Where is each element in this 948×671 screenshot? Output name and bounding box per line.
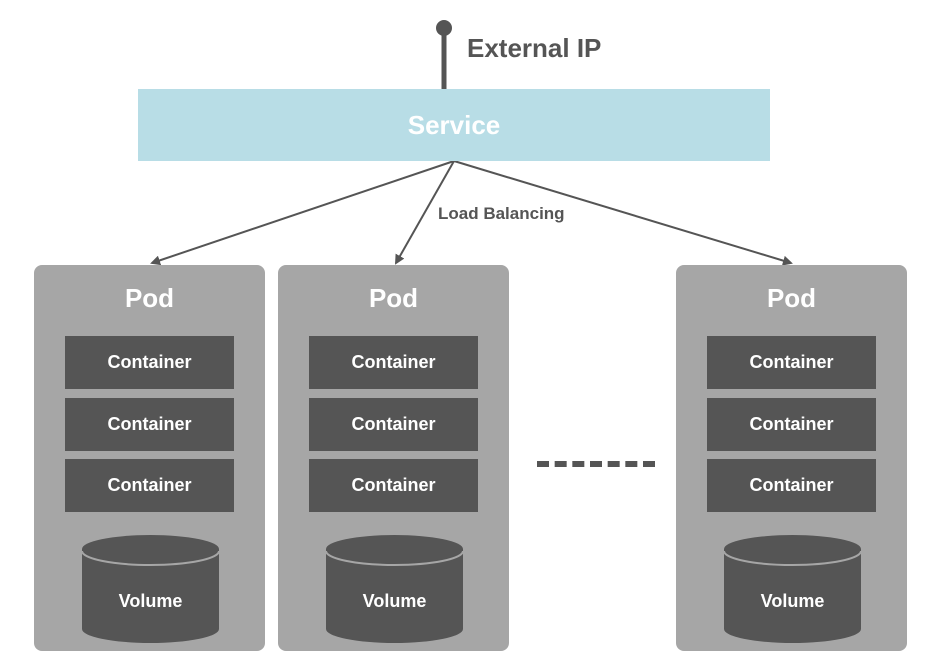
service-label: Service xyxy=(407,109,501,140)
volume-label: Volume xyxy=(760,591,825,611)
cylinder-shape xyxy=(82,535,219,643)
cylinder-shape xyxy=(724,535,861,643)
container-box: Container xyxy=(309,398,478,451)
volume-cylinder: Volume xyxy=(724,535,861,643)
arrow-to-pod-1 xyxy=(150,160,455,266)
pod-3: Pod Container Container Container Volume xyxy=(676,265,907,651)
load-balancing-label: Load Balancing xyxy=(438,204,565,223)
volume-label: Volume xyxy=(118,591,183,611)
arrow-to-pod-2 xyxy=(395,160,455,265)
container-box: Container xyxy=(65,459,234,512)
cylinder-shape xyxy=(326,535,463,643)
pod-title: Pod xyxy=(368,283,419,313)
arrow-to-pod-3 xyxy=(453,160,793,266)
volume-label: Volume xyxy=(362,591,427,611)
container-box: Container xyxy=(65,336,234,389)
pod-title: Pod xyxy=(124,283,175,313)
container-box: Container xyxy=(65,398,234,451)
service-box: Service xyxy=(138,89,770,161)
container-box: Container xyxy=(707,336,876,389)
pod-1: Pod Container Container Container Volume xyxy=(34,265,265,651)
volume-cylinder: Volume xyxy=(326,535,463,643)
container-box: Container xyxy=(309,336,478,389)
pod-title: Pod xyxy=(766,283,817,313)
container-box: Container xyxy=(707,398,876,451)
external-ip-label: External IP xyxy=(467,33,602,63)
external-ip-endpoint xyxy=(436,20,452,36)
pod-2: Pod Container Container Container Volume xyxy=(278,265,509,651)
container-box: Container xyxy=(707,459,876,512)
container-box: Container xyxy=(309,459,478,512)
more-pods-ellipsis xyxy=(537,461,655,467)
volume-cylinder: Volume xyxy=(82,535,219,643)
